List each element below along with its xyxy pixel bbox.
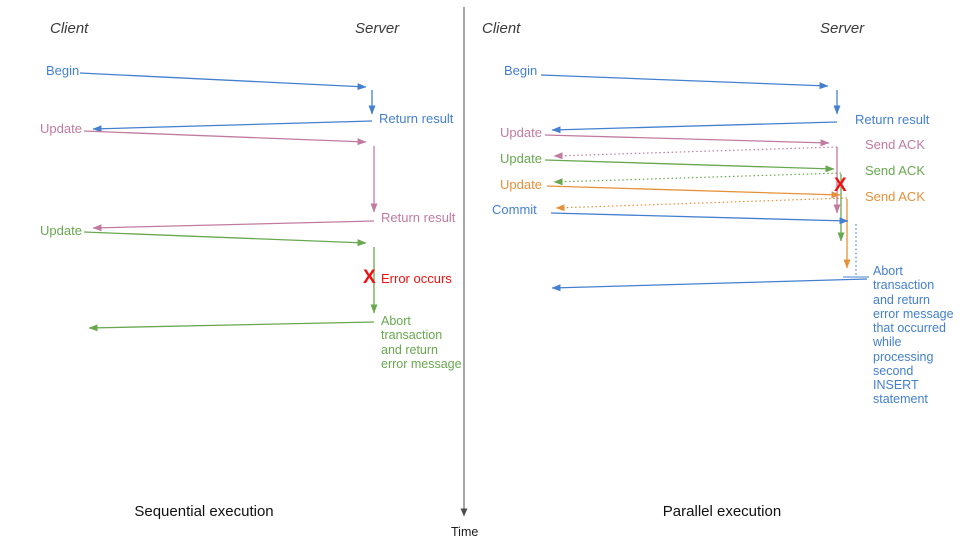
right-ack2-dotted-arrow xyxy=(553,172,842,186)
left-return-result-label-1: Return result xyxy=(379,111,454,126)
right-commit-request-arrow xyxy=(550,212,849,225)
left-error-occurs-label: Error occurs xyxy=(381,271,452,286)
right-send-ack2-label: Send ACK xyxy=(865,163,925,178)
right-update1-label: Update xyxy=(500,125,542,140)
right-update2-request-arrow xyxy=(544,159,835,173)
right-send-ack1-label: Send ACK xyxy=(865,137,925,152)
right-begin-label: Begin xyxy=(504,63,538,78)
right-begin-request-arrow xyxy=(540,74,829,90)
left-update1-request-arrow xyxy=(83,130,367,146)
right-commit-label: Commit xyxy=(492,202,537,217)
left-error-x-icon: X xyxy=(363,267,376,288)
right-update1-request-arrow xyxy=(544,134,830,147)
right-send-ack3-label: Send ACK xyxy=(865,189,925,204)
left-begin-request-arrow xyxy=(79,72,367,91)
left-return-result-label-2: Return result xyxy=(381,210,456,225)
right-return-result-label: Return result xyxy=(855,112,930,127)
right-update3-request-arrow xyxy=(546,185,841,199)
left-client-header: Client xyxy=(50,20,89,37)
left-server-header: Server xyxy=(355,20,400,37)
right-client-header: Client xyxy=(482,20,521,37)
right-server-header: Server xyxy=(820,20,865,37)
left-abort-return-arrow xyxy=(88,321,375,332)
left-return-result-arrow-1 xyxy=(92,120,373,133)
right-update3-label: Update xyxy=(500,177,542,192)
right-error-x-icon: X xyxy=(834,175,847,196)
right-ack1-dotted-arrow xyxy=(553,146,838,160)
right-caption: Parallel execution xyxy=(662,503,782,520)
left-diagram-arrows xyxy=(79,72,378,332)
left-update1-label: Update xyxy=(40,121,82,136)
left-update2-request-arrow xyxy=(83,231,367,247)
right-ack3-dotted-arrow xyxy=(555,197,848,212)
left-begin-label: Begin xyxy=(46,63,80,78)
right-abort-message: Abort transaction and return error messa… xyxy=(873,264,954,407)
time-axis-label: Time xyxy=(451,525,479,539)
right-return-result-arrow xyxy=(551,121,838,134)
left-caption: Sequential execution xyxy=(134,503,274,520)
right-update2-label: Update xyxy=(500,151,542,166)
left-update2-label: Update xyxy=(40,223,82,238)
right-abort-return-arrow xyxy=(551,278,868,292)
left-return-result-arrow-2 xyxy=(92,220,375,232)
left-abort-message: Abort transaction and return error messa… xyxy=(381,314,462,371)
right-diagram-arrows xyxy=(540,74,869,292)
